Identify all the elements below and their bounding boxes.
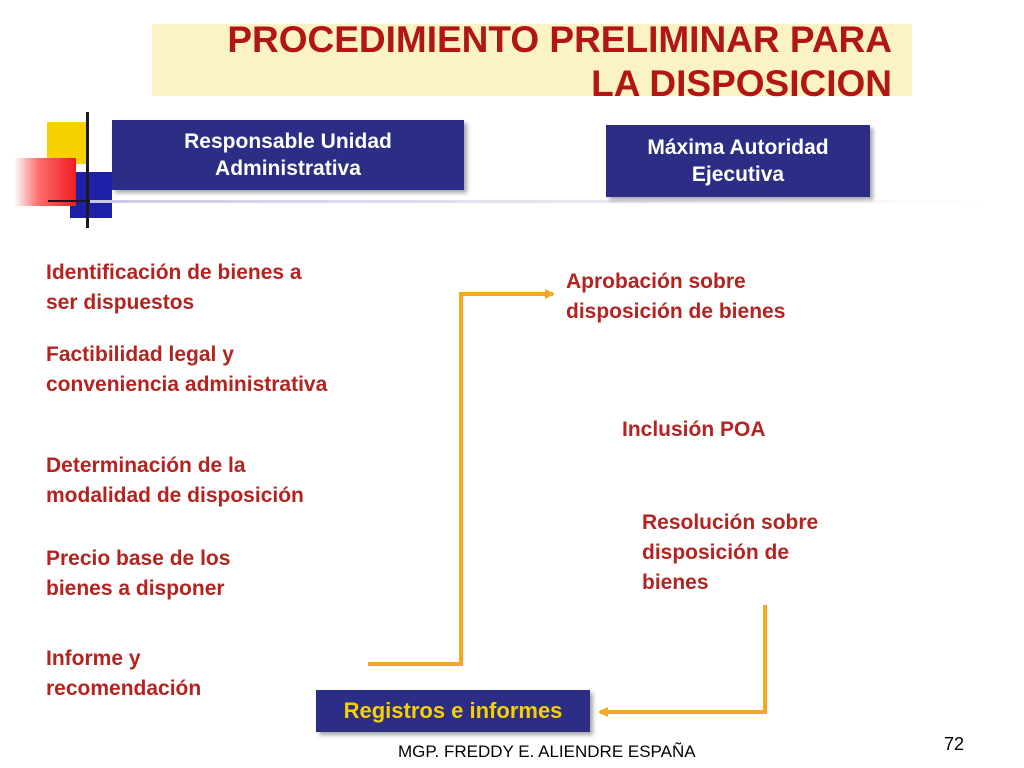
step-factibilidad: Factibilidad legal y conveniencia admini…	[46, 343, 328, 396]
decor-vertical-line	[86, 112, 89, 228]
footer-author: MGP. FREDDY E. ALIENDRE ESPAÑA	[398, 742, 696, 761]
step-resolucion: Resolución sobre disposición de bienes	[642, 511, 819, 594]
header-maxima-autoridad: Máxima Autoridad Ejecutiva	[606, 125, 870, 197]
slide-title: PROCEDIMIENTO PRELIMINAR PARA LA DISPOSI…	[227, 19, 892, 104]
decor-horizontal-line	[48, 200, 108, 202]
step-aprobacion: Aprobación sobre disposición de bienes	[566, 270, 786, 323]
arrow-resolucion-to-registros	[598, 605, 767, 717]
arrow-informe-to-aprobacion	[368, 289, 555, 666]
step-informe: Informe y recomendación	[46, 647, 202, 700]
header-responsable-unidad: Responsable Unidad Administrativa	[112, 120, 464, 190]
step-identificacion: Identificación de bienes a ser dispuesto…	[46, 261, 302, 314]
decor-red-square	[14, 158, 76, 206]
step-determinacion: Determinación de la modalidad de disposi…	[46, 454, 304, 507]
page-number: 72	[943, 734, 964, 754]
decor-header-underline	[90, 200, 990, 203]
registros-box: Registros e informes	[316, 690, 590, 732]
step-inclusion-poa: Inclusión POA	[622, 418, 766, 441]
step-precio-base: Precio base de los bienes a disponer	[46, 547, 231, 600]
decor-blue-square	[70, 172, 112, 218]
decor-yellow-square	[47, 122, 89, 164]
title-band	[152, 24, 912, 96]
